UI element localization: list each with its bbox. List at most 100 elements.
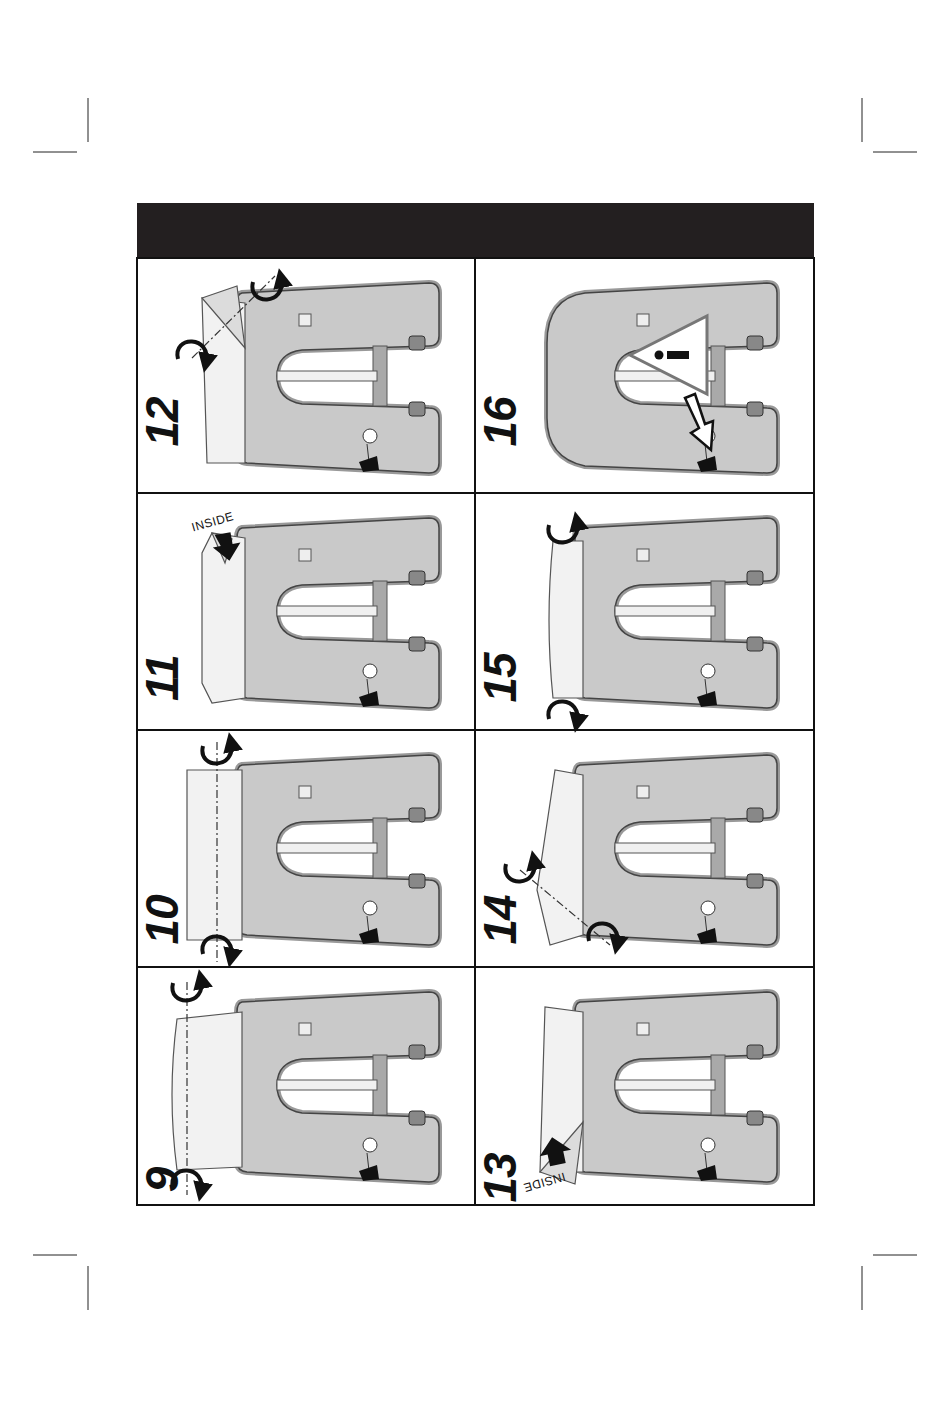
belt-strap — [615, 606, 715, 616]
step-number-holder: 12 — [139, 397, 185, 446]
step-number: 14 — [477, 895, 523, 944]
step-number: 9 — [139, 1168, 185, 1193]
logo — [299, 314, 311, 326]
jacket-step — [187, 742, 439, 962]
inside-arrow — [211, 531, 243, 563]
jacket-outline — [575, 755, 777, 945]
inside-note: INSIDE — [191, 510, 236, 533]
fold-arrow — [172, 979, 201, 1001]
fold-arrow — [548, 701, 577, 723]
jacket-outline — [575, 518, 777, 708]
fold-arrow — [252, 278, 281, 300]
step-number-holder: 15 — [477, 653, 523, 702]
step-number: 11 — [139, 655, 185, 701]
jacket-body — [575, 518, 777, 708]
logo — [299, 549, 311, 561]
fold-arrow — [505, 860, 534, 882]
oral-valve — [363, 664, 377, 678]
buckle — [747, 808, 763, 822]
panel-grid — [137, 258, 814, 1205]
buckle — [747, 402, 763, 416]
fold-line — [216, 742, 217, 962]
fold-line — [520, 870, 610, 945]
oral-valve — [701, 901, 715, 915]
belt-strap — [277, 843, 377, 853]
header-bar — [137, 203, 814, 259]
logo — [637, 786, 649, 798]
inside-note-holder: INSIDE — [524, 1174, 569, 1197]
warning-triangle — [630, 316, 707, 394]
pull-toggle — [359, 928, 379, 944]
belt-strap — [277, 606, 377, 616]
belt-strap — [615, 1080, 715, 1090]
jacket-outline — [575, 992, 777, 1182]
step-number: 15 — [477, 653, 523, 702]
pull-toggle — [697, 928, 717, 944]
fold-arrow — [177, 341, 206, 363]
jacket-outline — [237, 283, 439, 473]
jacket-step — [548, 518, 777, 723]
jacket-step — [536, 992, 777, 1184]
folded-flap — [202, 533, 245, 703]
jacket-outline — [547, 283, 777, 473]
logo — [637, 1023, 649, 1035]
step-number-holder: 9 — [139, 1168, 185, 1193]
jacket-body — [237, 992, 439, 1182]
belt-strap — [615, 843, 715, 853]
step-number-holder: 10 — [139, 895, 185, 944]
fold-arrow — [588, 923, 617, 945]
crop-marks — [33, 98, 917, 1310]
warning-mark — [655, 351, 664, 360]
pull-toggle — [697, 1165, 717, 1181]
buckle — [409, 637, 425, 651]
jacket-body — [237, 755, 439, 945]
inside-note-holder: INSIDE — [190, 506, 235, 529]
buckle — [409, 336, 425, 350]
buckle — [409, 1111, 425, 1125]
jacket-step — [177, 276, 439, 473]
pull-toggle — [359, 456, 379, 472]
step-number: 16 — [477, 397, 523, 446]
inside-arrow — [536, 1134, 573, 1168]
pull-toggle — [697, 456, 717, 472]
buckle — [747, 637, 763, 651]
step-number-holder: 14 — [477, 895, 523, 944]
jacket-body — [575, 992, 777, 1182]
buckle — [409, 1045, 425, 1059]
folded-flap — [187, 770, 242, 940]
inside-note: INSIDE — [523, 1170, 568, 1193]
jacket-outline — [237, 992, 439, 1182]
buckle — [409, 402, 425, 416]
logo — [637, 314, 649, 326]
oral-valve — [701, 664, 715, 678]
folded-flap — [537, 770, 583, 945]
fold-arrow — [202, 742, 231, 764]
jacket-body — [547, 283, 777, 473]
buckle — [409, 571, 425, 585]
step-number: 13 — [477, 1153, 523, 1202]
folded-flap — [202, 286, 245, 348]
logo — [299, 786, 311, 798]
step-number-holder: 13 — [477, 1153, 523, 1202]
pull-toggle — [359, 1165, 379, 1181]
fold-line — [186, 982, 187, 1195]
buckle — [747, 1111, 763, 1125]
jacket-step — [202, 518, 439, 708]
logo — [637, 549, 649, 561]
jacket-body — [237, 518, 439, 708]
jacket-panels — [172, 276, 777, 1195]
buckle — [409, 874, 425, 888]
fold-arrow — [548, 521, 577, 543]
buckle — [409, 808, 425, 822]
fold-arrow — [202, 936, 231, 958]
warning-mark — [667, 351, 689, 359]
folded-flap — [549, 541, 583, 698]
step-number-holder: 16 — [477, 397, 523, 446]
step-number: 10 — [139, 895, 185, 944]
oral-valve — [363, 429, 377, 443]
buckle — [747, 874, 763, 888]
jacket-body — [237, 283, 439, 473]
oral-valve — [363, 901, 377, 915]
pull-toggle — [359, 691, 379, 707]
